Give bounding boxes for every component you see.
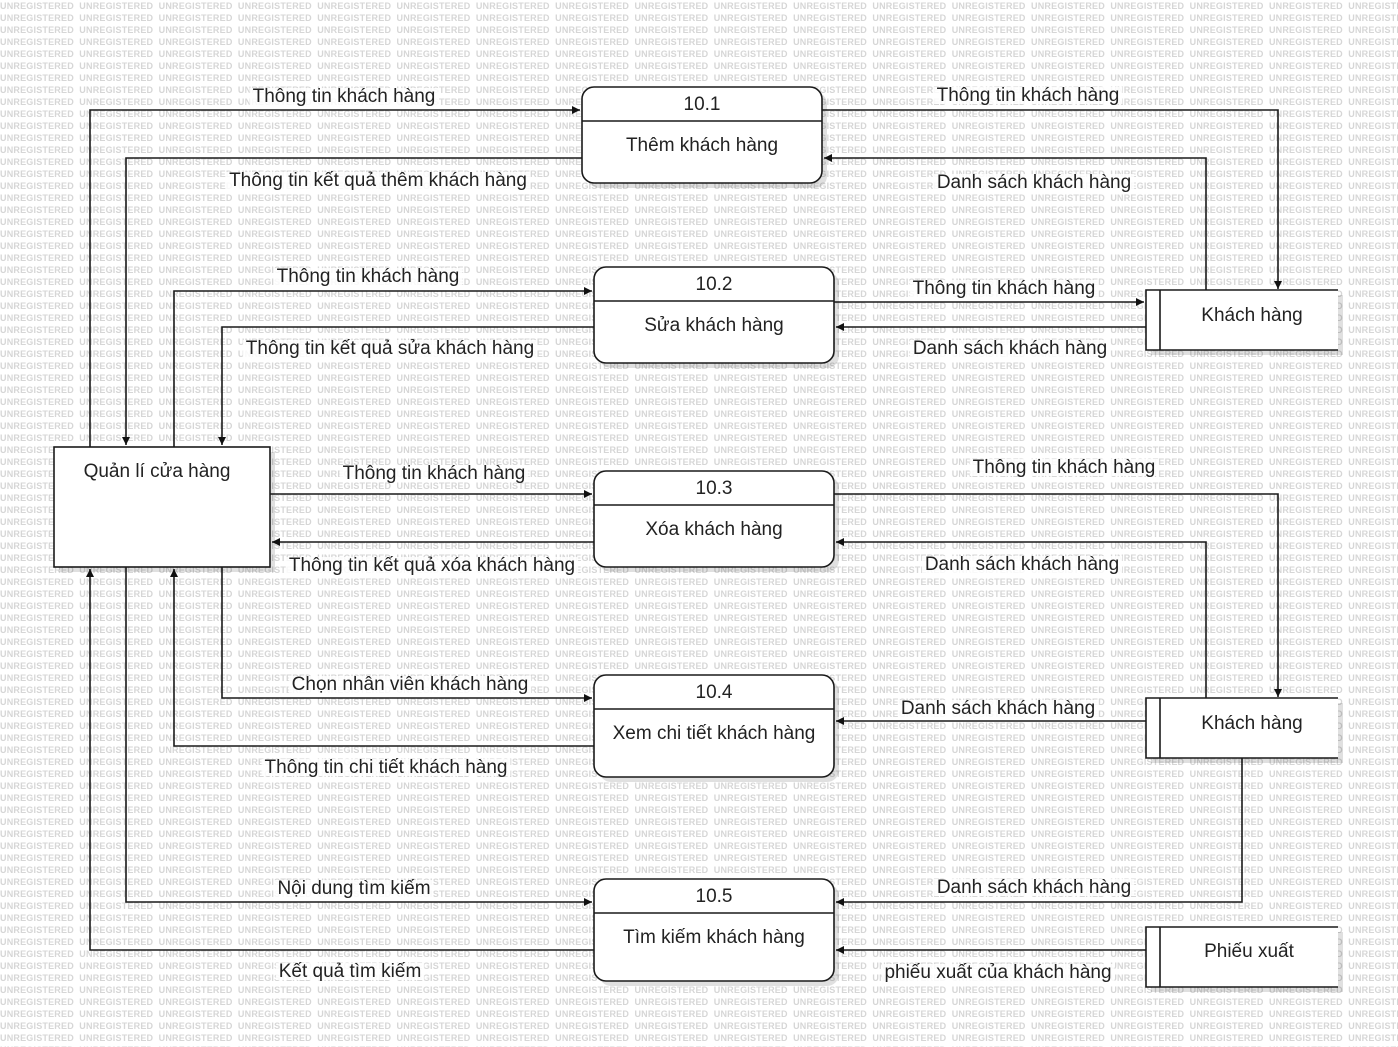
flow-label-store-to-p102: Danh sách khách hàng: [913, 338, 1107, 359]
flow-label-background: [226, 172, 530, 189]
flow-label-in-103: Thông tin khách hàng: [343, 463, 526, 484]
flow-label-background: [275, 963, 425, 980]
flow-label-background: [921, 556, 1123, 573]
flow-label-background: [933, 87, 1123, 104]
flow-line-out-102: [218, 326, 594, 445]
flow-label-in-102: Thông tin khách hàng: [277, 266, 460, 287]
store-label: Phiếu xuất: [1204, 941, 1295, 962]
flow-line-in-105: [125, 567, 592, 906]
flow-labels: Thông tin khách hàng Thông tin kết quả t…: [226, 85, 1159, 983]
process-name: Sửa khách hàng: [644, 315, 784, 336]
process-name: Thêm khách hàng: [626, 135, 778, 156]
flow-label-out-101: Thông tin kết quả thêm khách hàng: [229, 170, 527, 191]
flow-label-background: [288, 676, 532, 693]
flow-label-p101-to-store: Thông tin khách hàng: [937, 85, 1120, 106]
process-name: Xem chi tiết khách hàng: [613, 723, 816, 744]
process-number: 10.5: [696, 886, 733, 907]
flow-label-background: [909, 340, 1111, 357]
flow-label-store-to-p103: Danh sách khách hàng: [925, 554, 1119, 575]
flow-label-background: [897, 700, 1099, 717]
process-number: 10.2: [696, 274, 733, 295]
flow-label-background: [285, 557, 579, 574]
flow-line-store-to-p103: [836, 538, 1207, 698]
flow-line-in-101: [89, 106, 580, 447]
flow-label-out-102: Thông tin kết quả sửa khách hàng: [246, 338, 534, 359]
process-10-4[interactable]: 10.4 Xem chi tiết khách hàng: [593, 674, 839, 782]
flow-label-background: [273, 268, 463, 285]
process-10-5[interactable]: 10.5 Tìm kiếm khách hàng: [593, 878, 839, 986]
flow-label-in-104: Chọn nhân viên khách hàng: [292, 674, 529, 695]
process-number: 10.1: [684, 94, 721, 115]
data-store-khach-hang-2[interactable]: Khách hàng: [1145, 697, 1343, 763]
flow-label-p102-to-store: Thông tin khách hàng: [913, 278, 1096, 299]
flow-label-in-105: Nội dung tìm kiếm: [277, 878, 430, 899]
flow-label-background: [274, 880, 434, 897]
flow-line-store-to-p105: [836, 758, 1243, 906]
entity-flows: [86, 106, 594, 951]
flow-label-p103-to-store: Thông tin khách hàng: [973, 457, 1156, 478]
flow-label-background: [249, 88, 439, 105]
process-10-1[interactable]: 10.1 Thêm khách hàng: [581, 86, 827, 188]
flow-label-background: [969, 459, 1159, 476]
flow-label-background: [339, 465, 529, 482]
store-label: Khách hàng: [1201, 713, 1302, 734]
process-number: 10.3: [696, 478, 733, 499]
flow-label-out-103: Thông tin kết quả xóa khách hàng: [289, 555, 575, 576]
flow-label-background: [933, 174, 1135, 191]
flow-line-p103-to-store: [834, 493, 1282, 697]
flow-label-phieu-to-p105: phiếu xuất của khách hàng: [884, 962, 1111, 983]
flow-label-background: [909, 280, 1099, 297]
flow-label-store-to-p105: Danh sách khách hàng: [937, 877, 1131, 898]
flow-label-background: [242, 340, 538, 357]
store-label: Khách hàng: [1201, 305, 1302, 326]
process-name: Tìm kiếm khách hàng: [623, 927, 805, 948]
flow-line-in-102: [173, 287, 592, 447]
process-10-2[interactable]: 10.2 Sửa khách hàng: [593, 266, 839, 368]
flow-label-store-to-p104: Danh sách khách hàng: [901, 698, 1095, 719]
flow-label-out-105: Kết quả tìm kiếm: [279, 961, 422, 982]
process-number: 10.4: [696, 682, 733, 703]
process-10-3[interactable]: 10.3 Xóa khách hàng: [593, 470, 839, 572]
entity-label: Quản lí cửa hàng: [84, 461, 231, 482]
flow-label-background: [881, 964, 1115, 981]
flow-line-out-105: [86, 569, 594, 951]
flow-label-background: [261, 759, 511, 776]
external-entity-quan-li-cua-hang[interactable]: Quản lí cửa hàng: [53, 446, 275, 572]
store-flows: [822, 109, 1282, 954]
flow-label-background: [933, 879, 1135, 896]
flow-line-store-to-p101: [824, 154, 1207, 290]
flow-label-in-101: Thông tin khách hàng: [253, 86, 436, 107]
flow-line-p101-to-store: [822, 109, 1282, 289]
flow-line-in-104: [221, 567, 592, 702]
flow-label-store-to-p101: Danh sách khách hàng: [937, 172, 1131, 193]
flow-label-out-104: Thông tin chi tiết khách hàng: [265, 757, 508, 778]
flow-line-out-101: [122, 157, 582, 445]
process-name: Xóa khách hàng: [645, 519, 782, 540]
data-store-khach-hang-1[interactable]: Khách hàng: [1145, 289, 1343, 355]
data-store-phieu-xuat[interactable]: Phiếu xuất: [1145, 926, 1343, 992]
flow-line-out-104: [170, 569, 594, 747]
